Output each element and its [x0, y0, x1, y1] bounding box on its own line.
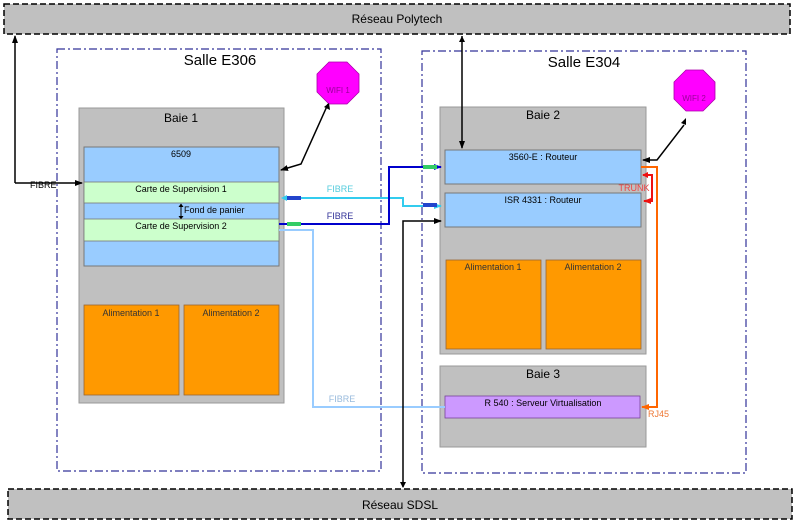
room-e304: Salle E304 [421, 50, 747, 474]
network-polytech[interactable]: Réseau Polytech [3, 3, 791, 35]
rack-baie-1-label: Baie 1 [164, 111, 198, 125]
link-trunk[interactable]: TRUNK [619, 172, 653, 204]
link-wifi1[interactable] [280, 103, 330, 171]
link-wifi2[interactable] [642, 118, 686, 163]
network-polytech-label: Réseau Polytech [352, 12, 443, 26]
rack-baie-3-label: Baie 3 [526, 367, 560, 381]
wifi-2[interactable]: WIFI 2 [673, 69, 716, 112]
link-fibre-blue[interactable]: FIBRE [279, 164, 442, 226]
supervisor-card-1-label: Carte de Supervision 1 [135, 184, 227, 194]
room-e304-label: Salle E304 [548, 54, 621, 71]
wifi-1[interactable]: WIFI 1 [316, 61, 360, 105]
psu-baie2-2[interactable]: Alimentation 2 [545, 259, 642, 350]
link-fibre-cyan-label: FIBRE [327, 184, 354, 194]
router-3560e-label: 3560-E : Routeur [509, 152, 578, 162]
link-fibre-uplink[interactable]: FIBRE [12, 35, 83, 190]
wifi-1-label: WIFI 1 [326, 86, 350, 95]
wifi-2-label: WIFI 2 [682, 94, 706, 103]
room-e306-label: Salle E306 [184, 52, 257, 69]
server-r540-label: R 540 : Serveur Virtualisation [485, 398, 602, 408]
link-fibre-blue-label: FIBRE [327, 211, 354, 221]
router-3560e[interactable]: 3560-E : Routeur [444, 149, 642, 185]
psu-baie1-1[interactable]: Alimentation 1 [83, 304, 180, 396]
link-rj45-label: RJ45 [648, 409, 669, 419]
psu-baie1-2-label: Alimentation 2 [202, 308, 259, 318]
psu-baie1-2[interactable]: Alimentation 2 [183, 304, 280, 396]
link-fibre-light-label: FIBRE [329, 394, 356, 404]
link-fibre-cyan[interactable]: FIBRE [281, 184, 443, 209]
psu-baie2-1-label: Alimentation 1 [464, 262, 521, 272]
backplane-label: Fond de panier [184, 205, 245, 215]
chassis-6509-label: 6509 [171, 149, 191, 159]
backplane: Fond de panier [178, 203, 245, 220]
router-isr4331[interactable]: ISR 4331 : Routeur [444, 192, 642, 228]
link-polytech-3560e[interactable] [459, 36, 465, 149]
rack-baie-2-label: Baie 2 [526, 108, 560, 122]
router-isr4331-label: ISR 4331 : Routeur [504, 195, 581, 205]
supervisor-card-2-label: Carte de Supervision 2 [135, 221, 227, 231]
psu-baie2-1[interactable]: Alimentation 1 [445, 259, 542, 350]
server-r540[interactable]: R 540 : Serveur Virtualisation [444, 395, 641, 419]
link-trunk-label: TRUNK [619, 183, 650, 193]
supervisor-card-2[interactable]: Carte de Supervision 2 [83, 218, 280, 242]
room-e306: Salle E306 [56, 48, 382, 472]
link-fibre-uplink-label: FIBRE [30, 180, 57, 190]
psu-baie2-2-label: Alimentation 2 [564, 262, 621, 272]
supervisor-card-1[interactable]: Carte de Supervision 1 [83, 181, 280, 204]
network-sdsl[interactable]: Réseau SDSL [7, 488, 793, 520]
link-fibre-light[interactable]: FIBRE [279, 229, 445, 408]
link-sdsl-isr4331[interactable] [400, 218, 442, 488]
link-rj45[interactable]: RJ45 [641, 166, 669, 419]
psu-baie1-1-label: Alimentation 1 [102, 308, 159, 318]
network-sdsl-label: Réseau SDSL [362, 498, 438, 512]
